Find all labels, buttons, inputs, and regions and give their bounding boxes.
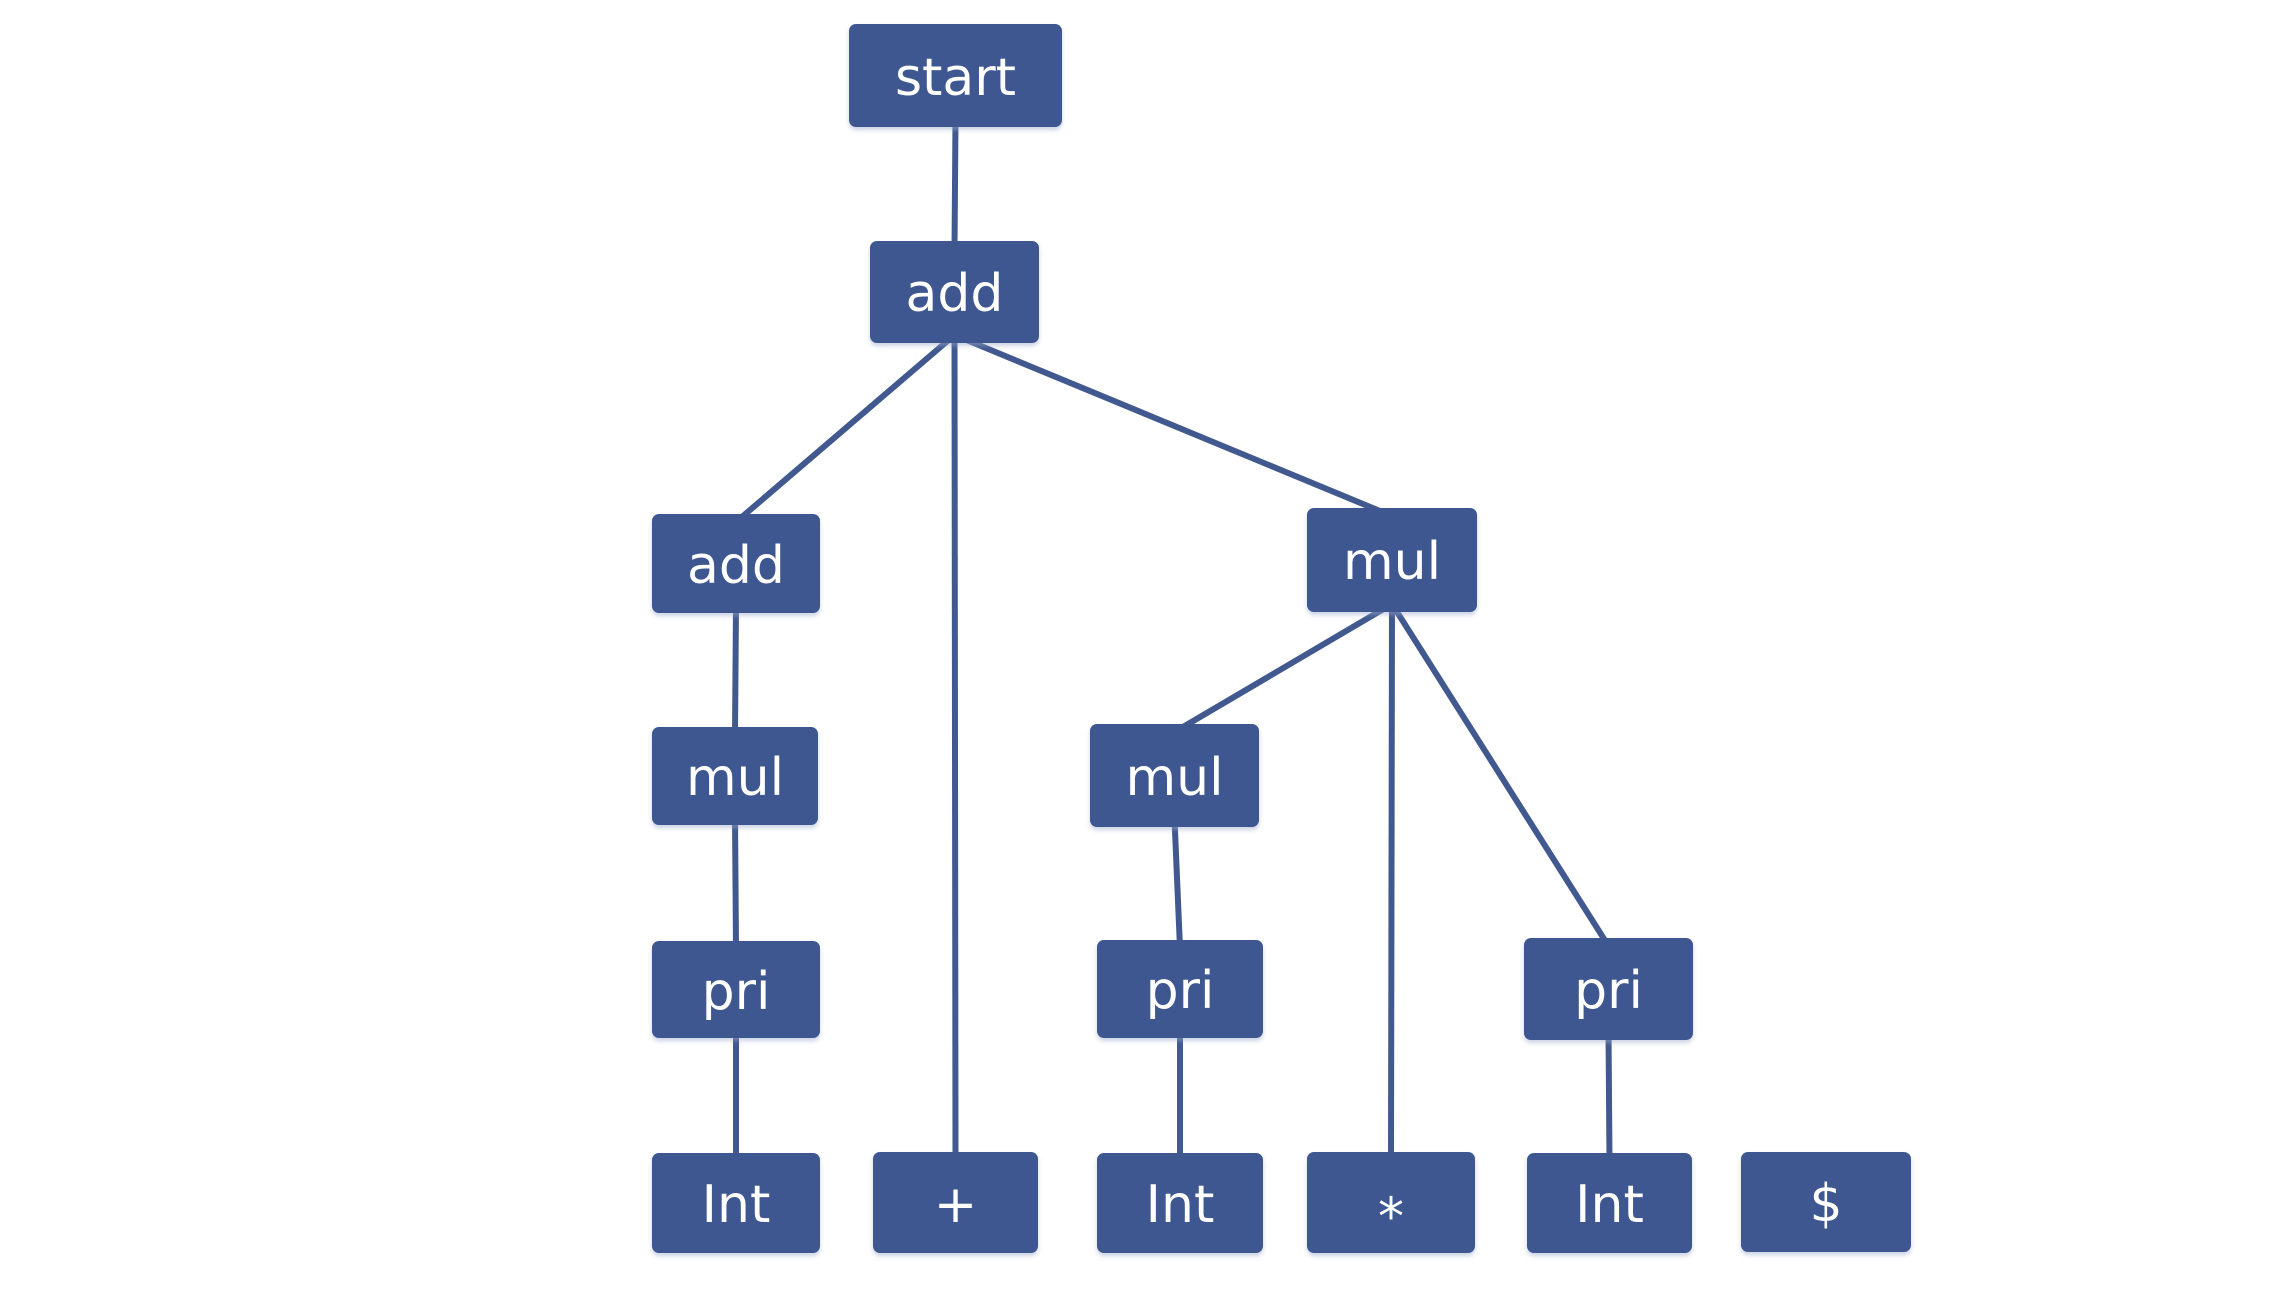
node-label-pri-mid: pri xyxy=(1145,961,1215,1021)
node-add-root: add xyxy=(870,241,1039,343)
node-pri-right: pri xyxy=(1524,938,1693,1040)
node-label-pri-right: pri xyxy=(1574,961,1643,1021)
node-mul-left: mul xyxy=(652,727,818,825)
node-star: * xyxy=(1307,1152,1475,1253)
edge-mul-mid-pri-mid xyxy=(1171,818,1183,949)
node-mul-mid: mul xyxy=(1090,724,1259,827)
node-label-add-left: add xyxy=(687,535,785,596)
node-add-left: add xyxy=(652,514,820,613)
node-label-mul-mid: mul xyxy=(1125,747,1224,808)
node-pri-mid: pri xyxy=(1097,940,1263,1038)
edge-mul-left-pri-left xyxy=(732,816,739,950)
node-label-dollar: $ xyxy=(1809,1174,1843,1234)
node-label-mul-left: mul xyxy=(685,748,785,808)
edge-pri-right-int-3 xyxy=(1605,1031,1613,1162)
edge-add-root-mul-right xyxy=(953,332,1394,519)
node-plus: + xyxy=(873,1152,1038,1253)
node-label-pri-left: pri xyxy=(701,961,771,1022)
node-label-start: start xyxy=(894,47,1017,108)
node-label-add-root: add xyxy=(905,264,1004,324)
node-label-int-3: Int xyxy=(1575,1175,1644,1235)
node-label-plus: + xyxy=(933,1174,978,1235)
node-int-2: Int xyxy=(1097,1153,1263,1253)
node-dollar: $ xyxy=(1741,1152,1911,1252)
node-label-int-1: Int xyxy=(701,1175,771,1235)
node-label-star: * xyxy=(1378,1186,1404,1247)
edge-add-root-add-left xyxy=(734,332,957,525)
node-label-mul-right: mul xyxy=(1342,532,1442,592)
node-int-3: Int xyxy=(1527,1153,1692,1253)
node-label-int-2: Int xyxy=(1145,1175,1215,1235)
edge-mul-right-mul-mid xyxy=(1172,601,1394,735)
node-int-1: Int xyxy=(652,1153,820,1253)
node-mul-right: mul xyxy=(1307,508,1477,612)
edge-start-add-root xyxy=(951,118,959,250)
edge-add-left-mul-left xyxy=(732,604,739,736)
node-start: start xyxy=(849,24,1062,127)
node-pri-left: pri xyxy=(652,941,820,1038)
edge-mul-right-pri-right xyxy=(1389,602,1612,948)
edge-mul-right-star xyxy=(1388,603,1395,1161)
edge-add-root-plus xyxy=(951,334,959,1161)
